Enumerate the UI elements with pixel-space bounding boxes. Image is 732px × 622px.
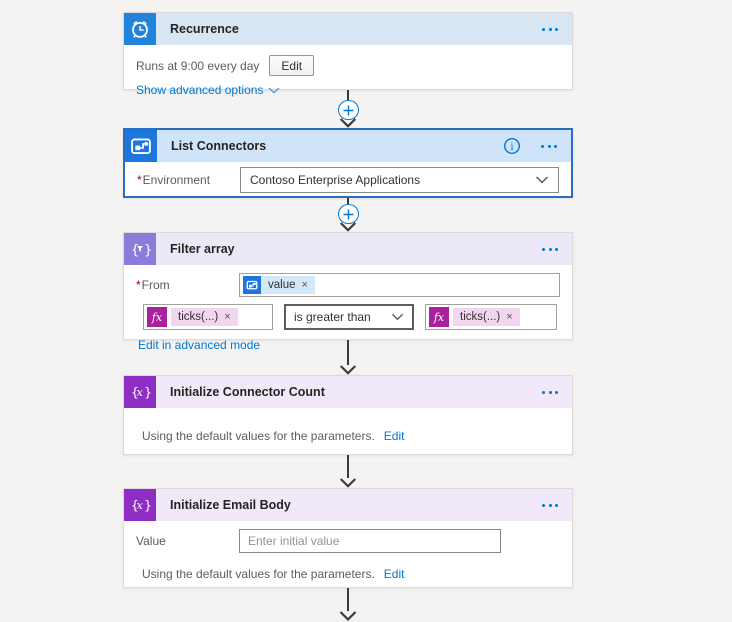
- arrow-down-icon: [339, 478, 357, 488]
- plus-icon: [343, 209, 353, 220]
- from-label: *From: [136, 278, 170, 292]
- environment-select[interactable]: Contoso Enterprise Applications: [240, 167, 559, 193]
- initialize-connector-count-card-header[interactable]: { x } Initialize Connector Count: [124, 376, 572, 408]
- card-title: Initialize Email Body: [170, 498, 291, 512]
- more-options-button[interactable]: [540, 387, 560, 398]
- edit-parameters-link[interactable]: Edit: [383, 567, 405, 581]
- value-label: Value: [136, 534, 166, 548]
- environment-label: *Environment: [137, 173, 211, 187]
- condition-left-input[interactable]: fx ticks(...) ×: [143, 304, 273, 330]
- environment-selected-value: Contoso Enterprise Applications: [250, 173, 421, 187]
- flow-connector: [338, 340, 358, 375]
- action-card-recurrence[interactable]: Recurrence Runs at 9:00 every day Edit S…: [123, 12, 573, 97]
- alarm-clock-icon: [124, 13, 156, 45]
- default-values-summary: Using the default values for the paramet…: [142, 429, 375, 443]
- arrow-down-icon: [339, 118, 357, 128]
- flow-connector: [338, 588, 358, 622]
- svg-text:}: }: [144, 384, 152, 399]
- condition-right-input[interactable]: fx ticks(...) ×: [425, 304, 557, 330]
- connector-line: [347, 340, 349, 366]
- chevron-down-icon: [535, 176, 549, 184]
- svg-text:}: }: [144, 243, 152, 258]
- filter-array-card-body: *From value ×: [124, 265, 572, 360]
- svg-text:{: {: [131, 384, 139, 399]
- fx-expression-icon: fx: [147, 307, 167, 327]
- fx-expression-icon: fx: [429, 307, 449, 327]
- svg-text:fx: fx: [151, 311, 163, 324]
- card-title: Initialize Connector Count: [170, 385, 325, 399]
- flow-connector: [337, 198, 359, 232]
- more-options-button[interactable]: [540, 500, 560, 511]
- recurrence-summary: Runs at 9:00 every day: [136, 58, 260, 73]
- variable-icon: { x }: [124, 489, 156, 521]
- svg-text:{: {: [131, 497, 139, 512]
- from-input[interactable]: value ×: [239, 273, 560, 297]
- edit-advanced-mode-link[interactable]: Edit in advanced mode: [138, 338, 261, 352]
- svg-text:fx: fx: [433, 311, 445, 324]
- value-input[interactable]: [239, 529, 501, 553]
- expression-token-chip[interactable]: ticks(...) ×: [171, 308, 238, 326]
- connector-line: [347, 455, 349, 479]
- flow-connector: [337, 90, 359, 128]
- power-automate-icon: [243, 276, 261, 294]
- edit-recurrence-button[interactable]: Edit: [269, 55, 315, 76]
- flow-column: Recurrence Runs at 9:00 every day Edit S…: [123, 12, 573, 622]
- operator-selected-value: is greater than: [294, 310, 371, 324]
- default-values-summary: Using the default values for the paramet…: [142, 567, 375, 581]
- card-title: Recurrence: [170, 22, 239, 36]
- add-step-button[interactable]: [337, 99, 359, 121]
- expression-token-chip[interactable]: ticks(...) ×: [453, 308, 520, 326]
- remove-token-button[interactable]: ×: [301, 278, 308, 291]
- recurrence-card-header[interactable]: Recurrence: [124, 13, 572, 45]
- connector-line: [347, 588, 349, 611]
- filter-array-icon: { }: [124, 233, 156, 265]
- arrow-down-icon: [339, 222, 357, 232]
- list-connectors-card-body: *Environment Contoso Enterprise Applicat…: [125, 162, 571, 201]
- more-options-button[interactable]: [540, 244, 560, 255]
- more-options-button[interactable]: [540, 24, 560, 35]
- arrow-down-icon: [339, 365, 357, 375]
- show-advanced-options-link[interactable]: Show advanced options: [136, 83, 280, 97]
- power-automate-icon: [125, 130, 157, 162]
- edit-parameters-link[interactable]: Edit: [383, 429, 405, 443]
- add-step-button[interactable]: [337, 203, 359, 225]
- initialize-connector-count-card-body: Using the default values for the paramet…: [124, 408, 572, 443]
- card-title: Filter array: [170, 242, 235, 256]
- chevron-down-icon: [268, 86, 280, 94]
- remove-token-button[interactable]: ×: [506, 310, 513, 323]
- remove-token-button[interactable]: ×: [224, 310, 231, 323]
- initialize-email-body-card-header[interactable]: { x } Initialize Email Body: [124, 489, 572, 521]
- more-options-button[interactable]: [539, 141, 559, 152]
- card-title: List Connectors: [171, 139, 267, 153]
- value-token-chip[interactable]: value ×: [261, 276, 315, 294]
- info-button[interactable]: i: [503, 137, 521, 155]
- svg-text:{: {: [131, 243, 139, 258]
- info-icon: i: [503, 137, 521, 155]
- arrow-down-icon: [339, 611, 357, 621]
- flow-connector: [338, 455, 358, 488]
- svg-text:}: }: [144, 497, 152, 512]
- list-connectors-card-header[interactable]: List Connectors i: [125, 130, 571, 162]
- chevron-down-icon: [391, 313, 404, 321]
- plus-icon: [343, 105, 353, 115]
- svg-text:i: i: [510, 142, 513, 153]
- svg-text:x: x: [137, 385, 144, 399]
- filter-array-card-header[interactable]: { } Filter array: [124, 233, 572, 265]
- connector-line: [347, 198, 349, 204]
- variable-icon: { x }: [124, 376, 156, 408]
- connector-line: [347, 90, 349, 100]
- recurrence-card-body: Runs at 9:00 every day Edit Show advance…: [124, 45, 572, 105]
- action-card-filter-array[interactable]: { } Filter array *From: [123, 232, 573, 352]
- operator-select[interactable]: is greater than: [284, 304, 414, 330]
- svg-text:x: x: [137, 498, 144, 512]
- action-card-initialize-connector-count[interactable]: { x } Initialize Connector Count Using t…: [123, 375, 573, 455]
- action-card-initialize-email-body[interactable]: { x } Initialize Email Body Value Using …: [123, 488, 573, 588]
- action-card-list-connectors[interactable]: List Connectors i *Environment Contoso E…: [123, 128, 573, 198]
- initialize-email-body-card-body: Value Using the default values for the p…: [124, 521, 572, 589]
